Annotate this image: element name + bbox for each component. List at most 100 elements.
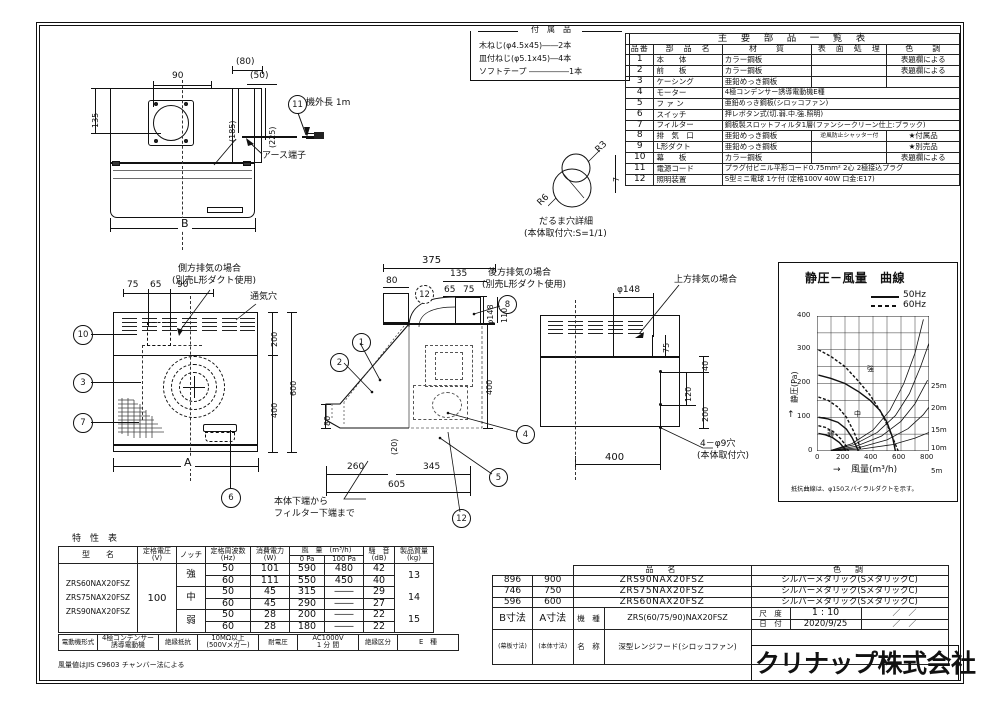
section-motor — [425, 345, 473, 387]
power-plug-pin2 — [306, 138, 314, 139]
daruma-title: だるま穴詳細 — [539, 217, 594, 227]
part-color: 表題欄による — [886, 54, 960, 67]
legend-50hz-swatch — [871, 296, 899, 298]
duct-label-25m: 25m — [931, 382, 947, 390]
scale-slash: ／ ／ — [860, 607, 949, 620]
balloon-11: 11 — [288, 95, 307, 114]
label-side-exhaust-2: (別売L形ダクト使用) — [172, 276, 257, 286]
dim-200-side-line — [703, 372, 704, 428]
daruma-shape — [548, 149, 601, 208]
balloon-2: 2 — [330, 353, 349, 372]
part-no: 1 — [624, 54, 655, 67]
part-material: 亜鉛めっき鋼板(シロッコファン) — [721, 97, 961, 110]
tick-75a — [123, 289, 124, 297]
dim-345-label: 345 — [423, 462, 441, 472]
daruma-subtitle: (本体取付穴:S=1/1) — [524, 229, 607, 239]
dim-40-line — [703, 356, 704, 372]
top-view-screw-4 — [184, 139, 188, 143]
part-material: カラー鋼板 — [721, 65, 813, 78]
dim-90-tick-l — [153, 81, 154, 107]
dim-90-tick-r — [211, 81, 212, 89]
model-color: シルバーメタリック(SメタリックC) — [750, 585, 949, 598]
part-material: 鋼板製スロットフィルタ1層(ファンシークリーン仕上:ブラック) — [721, 119, 961, 132]
part-material: S型ミニ電球 1ケ付 (定格100V 40W 口金:E17) — [721, 174, 961, 186]
part-material: プラグ付ビニル平形コード0.75mm² 2心 2極接込プラグ — [721, 163, 961, 176]
part-name: モーター — [653, 86, 723, 99]
dim-110-sec: 110 — [500, 307, 509, 323]
spec-h-power: 消費電力(W) — [250, 545, 290, 565]
spec-power: 28 — [250, 609, 290, 622]
top-view-screw-2 — [184, 102, 188, 106]
dim-75-side-label: 75 — [662, 342, 671, 353]
part-name: 照明装置 — [653, 174, 723, 186]
spec-noise: 22 — [363, 620, 395, 634]
part-no: 12 — [624, 174, 655, 186]
dim-40-tick-t — [699, 356, 709, 357]
leader-bottom-note — [343, 460, 369, 500]
front-view-fan-mid — [171, 364, 217, 410]
accessory-item-2: ソフトテープ ―――――1本 — [479, 67, 583, 76]
model-h-blank1 — [493, 566, 533, 576]
product-name-label: 名 称 — [572, 629, 605, 666]
balloon-3: 3 — [73, 373, 93, 393]
dim-20-label: (20) — [390, 438, 399, 455]
dim-80-sec-line — [383, 287, 409, 288]
leader-3 — [91, 382, 141, 383]
spec-air0: 590 — [289, 563, 325, 576]
section-fan-housing — [413, 385, 468, 420]
spec-h-model: 型 名 — [58, 545, 138, 565]
parts-header-1: 部 品 名 — [653, 44, 723, 56]
front-view-switch — [203, 424, 237, 432]
leader-8 — [472, 305, 501, 316]
title-block-company-box: クリナップ株式会社 — [751, 645, 976, 681]
balloon-12: 12 — [452, 509, 471, 528]
leader-7 — [91, 422, 139, 423]
balloon-1: 1 — [352, 333, 371, 352]
model-name: ZRS60NAX20FSZ — [572, 596, 752, 609]
spec-freq: 50 — [205, 586, 251, 599]
dim-B-label: B — [178, 218, 192, 230]
spec-h-notch: ノッチ — [176, 545, 206, 565]
scale-value: 1 : 10 — [789, 607, 862, 620]
spec-footer-label-1: 絶縁抵抗 — [158, 634, 198, 651]
model-b-sub: (幕板寸法) — [492, 629, 533, 666]
power-plug-pin1 — [306, 133, 314, 134]
spec-noise: 22 — [363, 609, 395, 622]
dim-65-75-line — [443, 296, 487, 297]
leader-earth — [246, 138, 263, 155]
balloon-10: 10 — [73, 325, 93, 345]
balloon-4: 4 — [516, 425, 535, 444]
part-name: 電源コード — [653, 163, 723, 176]
label-rear-exhaust-2: (別売L形ダクト使用) — [482, 280, 567, 290]
date-slash: ／ ／ — [860, 618, 949, 631]
label-mount-holes: 4－φ9穴 — [700, 439, 736, 449]
dim-148-line — [483, 297, 484, 323]
top-view-screw-3 — [154, 139, 158, 143]
spec-h-noise: 騒 音(dB) — [363, 545, 395, 565]
model-kind-value: ZRS(60/75/90)NAX20FSZ — [603, 607, 752, 631]
dim-80-line — [232, 70, 262, 71]
model-a-sub: (本体寸法) — [532, 629, 574, 666]
side-view-hole-cl — [660, 370, 661, 428]
spec-notch: 中 — [176, 586, 206, 611]
front-view-casing-left — [142, 345, 143, 420]
dim-400-side-label: 400 — [602, 452, 628, 464]
top-view-switch-panel — [207, 207, 243, 213]
part-surface — [811, 65, 888, 78]
label-side-exhaust: 側方排気の場合 — [178, 264, 242, 274]
dim-600-tick-b — [287, 452, 297, 453]
spec-voltage: 100 — [137, 563, 177, 633]
legend-60hz-swatch — [871, 305, 899, 307]
dim-345-line — [396, 474, 470, 475]
duct-label-20m: 20m — [931, 404, 947, 412]
part-color: 表題欄による — [886, 152, 960, 165]
balloon-5: 5 — [489, 468, 508, 487]
spec-noise: 29 — [363, 586, 395, 599]
dim-200-line — [272, 312, 273, 355]
dim-80b-tick-t — [321, 404, 331, 405]
spec-freq: 60 — [205, 574, 251, 588]
